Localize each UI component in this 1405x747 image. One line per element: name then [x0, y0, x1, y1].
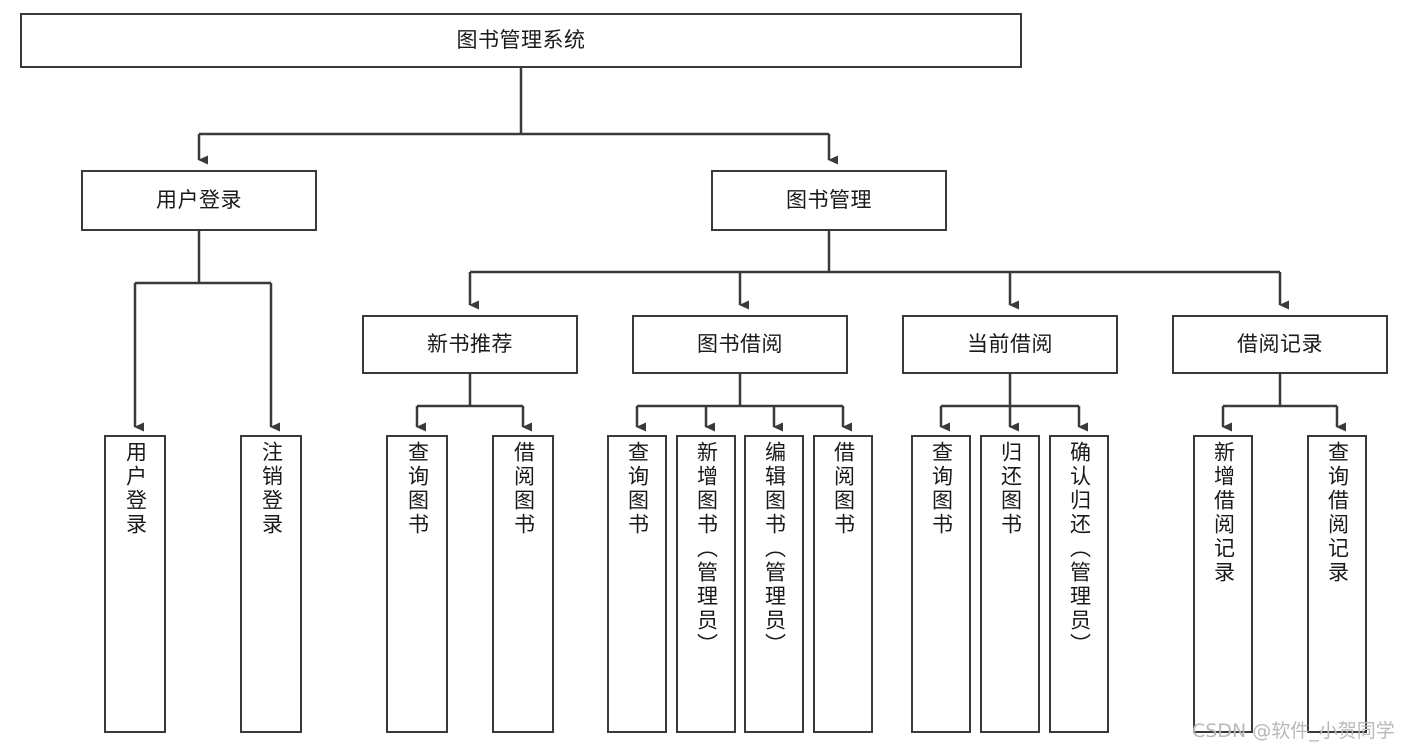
node-label: 注销登录: [259, 441, 284, 537]
node-label: 新书推荐: [427, 332, 513, 357]
node-user-login[interactable]: 用户登录: [81, 170, 317, 231]
leaf-book-borrow-borrow-book[interactable]: 借阅图书: [813, 435, 873, 733]
node-label: 借阅图书: [511, 441, 536, 537]
node-label: 图书借阅: [697, 332, 783, 357]
node-label: 当前借阅: [967, 332, 1053, 357]
leaf-borrow-record-query-record[interactable]: 查询借阅记录: [1307, 435, 1367, 733]
leaf-user-login-login[interactable]: 用户登录: [104, 435, 166, 733]
leaf-new-book-borrow-book[interactable]: 借阅图书: [492, 435, 554, 733]
node-label: 编辑图书（管理员）: [762, 441, 787, 657]
leaf-book-borrow-add-book-admin[interactable]: 新增图书（管理员）: [676, 435, 736, 733]
node-label: 用户登录: [123, 441, 148, 537]
node-root-book-management-system[interactable]: 图书管理系统: [20, 13, 1022, 68]
node-label: 图书管理系统: [456, 28, 586, 53]
node-label: 借阅图书: [831, 441, 856, 537]
leaf-current-borrow-query-book[interactable]: 查询图书: [911, 435, 971, 733]
leaf-current-borrow-return-book[interactable]: 归还图书: [980, 435, 1040, 733]
node-label: 查询图书: [405, 441, 430, 537]
node-borrow-record[interactable]: 借阅记录: [1172, 315, 1388, 374]
leaf-user-login-logout[interactable]: 注销登录: [240, 435, 302, 733]
node-label: 借阅记录: [1237, 332, 1323, 357]
node-label: 图书管理: [786, 188, 872, 213]
node-label: 归还图书: [998, 441, 1023, 537]
node-label: 查询借阅记录: [1325, 441, 1350, 585]
node-book-borrow[interactable]: 图书借阅: [632, 315, 848, 374]
node-book-management[interactable]: 图书管理: [711, 170, 947, 231]
node-label: 查询图书: [929, 441, 954, 537]
leaf-book-borrow-edit-book-admin[interactable]: 编辑图书（管理员）: [744, 435, 804, 733]
leaf-borrow-record-add-record[interactable]: 新增借阅记录: [1193, 435, 1253, 733]
node-current-borrow[interactable]: 当前借阅: [902, 315, 1118, 374]
node-label: 用户登录: [156, 188, 242, 213]
leaf-book-borrow-query-book[interactable]: 查询图书: [607, 435, 667, 733]
node-new-book-recommend[interactable]: 新书推荐: [362, 315, 578, 374]
leaf-new-book-query-book[interactable]: 查询图书: [386, 435, 448, 733]
csdn-watermark: CSDN @软件_小贺同学: [1192, 720, 1395, 742]
node-label: 新增图书（管理员）: [694, 441, 719, 657]
leaf-current-borrow-confirm-return-admin[interactable]: 确认归还（管理员）: [1049, 435, 1109, 733]
node-label: 确认归还（管理员）: [1067, 441, 1092, 657]
node-label: 查询图书: [625, 441, 650, 537]
node-label: 新增借阅记录: [1211, 441, 1236, 585]
